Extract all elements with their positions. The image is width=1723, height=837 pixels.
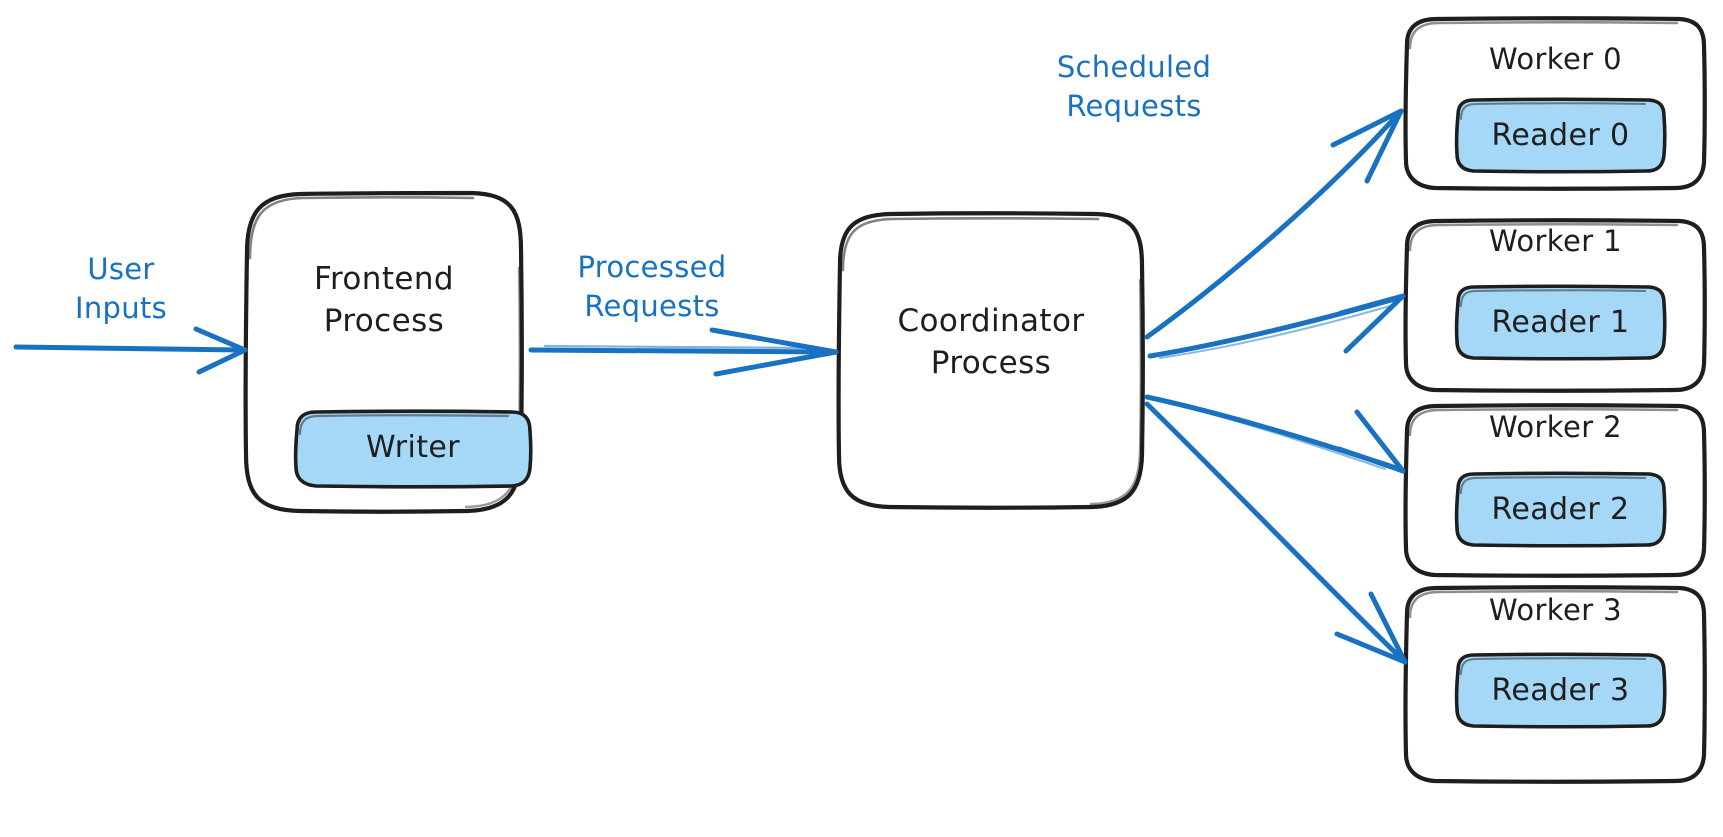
reader-1-box[interactable] (1454, 284, 1667, 361)
arrow-scheduled-requests-worker-2 (1144, 394, 1406, 474)
reader-0-box[interactable] (1454, 97, 1667, 174)
arrow-user-inputs (13, 326, 248, 375)
writer-box[interactable] (293, 409, 533, 489)
arrow-scheduled-requests-worker-0 (1144, 108, 1404, 340)
reader-2-box[interactable] (1454, 471, 1667, 548)
arrow-scheduled-requests-worker-3 (1144, 401, 1408, 665)
reader-3-box[interactable] (1454, 652, 1667, 729)
arrow-processed-requests (528, 327, 839, 377)
coordinator-process-box[interactable] (836, 211, 1145, 510)
arrow-scheduled-requests-worker-1 (1147, 293, 1406, 359)
